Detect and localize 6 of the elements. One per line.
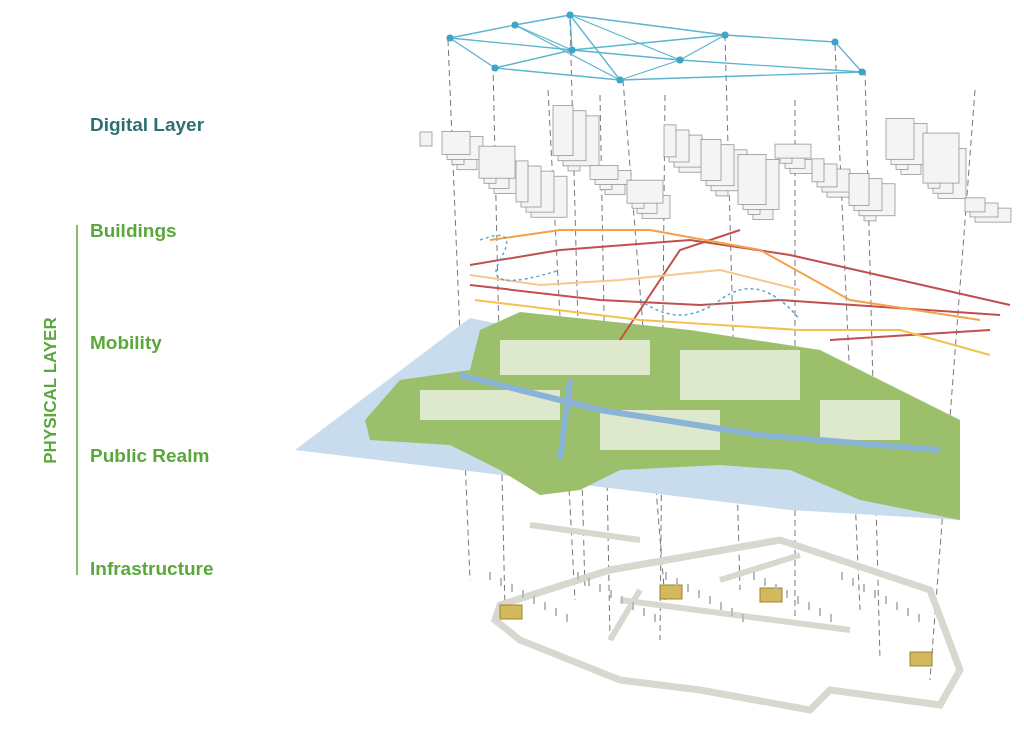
layer-label: Buildings [90,221,177,240]
layer-label: Mobility [90,333,162,352]
layer-label: Infrastructure [90,559,214,578]
group-label: PHYSICAL LAYER [41,316,59,466]
layer-label: Public Realm [90,446,210,465]
layer-label: Digital Layer [90,115,205,134]
